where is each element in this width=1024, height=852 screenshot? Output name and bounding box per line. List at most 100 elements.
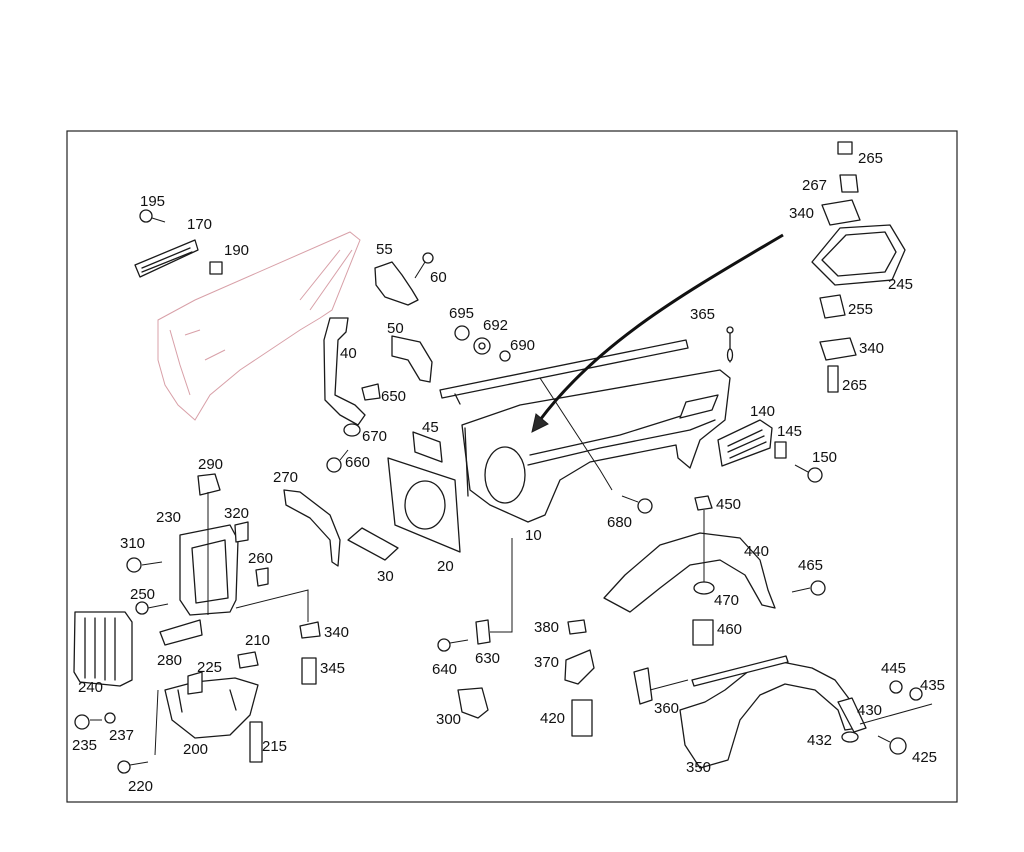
clip-650 [361,383,381,401]
clip-450 [694,495,713,511]
label-20: 20 [437,558,454,575]
label-430: 430 [857,702,882,719]
label-150: 150 [812,449,837,466]
label-280: 280 [157,652,182,669]
clip-190 [209,261,223,275]
label-10: 10 [525,527,542,544]
clip-and-screw-630-640 [437,538,513,652]
label-255: 255 [848,301,873,318]
label-55: 55 [376,241,393,258]
mount-280 [159,619,203,646]
label-240: 240 [78,679,103,696]
bolt-680-icon [539,377,653,514]
label-345: 345 [320,660,345,677]
label-660: 660 [345,454,370,471]
side-grille-170 [134,239,199,278]
washer-470 [693,581,715,595]
label-670: 670 [362,428,387,445]
label-360: 360 [654,700,679,717]
lower-housing-200 [164,677,259,739]
label-650: 650 [381,388,406,405]
mounting-plate [391,335,433,383]
washer-432 [841,731,859,743]
label-50: 50 [387,320,404,337]
screw-465-icon [791,580,826,596]
diagram-frame [66,130,958,803]
bulb-holder-290 [197,473,221,496]
wheel-arch-liner-440 [603,532,776,613]
nut-washer-set [454,325,511,362]
nut-267 [839,174,859,193]
label-230: 230 [156,509,181,526]
washer-435 [909,687,923,701]
label-450: 450 [716,496,741,513]
label-370: 370 [534,654,559,671]
fasteners-mid-group-icon [564,619,595,737]
label-445: 445 [881,660,906,677]
label-260: 260 [248,550,273,567]
label-692: 692 [483,317,508,334]
cap-255 [819,294,846,319]
label-465: 465 [798,557,823,574]
assembly-arrow [538,233,784,421]
label-190: 190 [224,242,249,259]
label-267: 267 [802,177,827,194]
screw-150-icon [794,464,823,483]
screw-265-lower-icon [827,365,839,393]
nut-460 [692,619,714,646]
label-237: 237 [109,727,134,744]
bracket-300 [457,687,489,719]
label-310: 310 [120,535,145,552]
screw-60-icon [414,252,434,279]
bolt-425-icon [877,735,907,755]
label-225: 225 [197,659,222,676]
label-45: 45 [422,419,439,436]
label-60: 60 [430,269,447,286]
label-265-top: 265 [858,150,883,167]
step-trim-245 [811,224,906,286]
label-440: 440 [744,543,769,560]
nut-445 [889,680,903,694]
clip-340-mid [819,337,857,361]
label-145: 145 [777,423,802,440]
label-435: 435 [920,677,945,694]
vehicle-body-outline [157,231,361,421]
label-170: 170 [187,216,212,233]
label-340-left: 340 [324,624,349,641]
clip-360 [633,667,653,705]
label-245: 245 [888,276,913,293]
label-380: 380 [534,619,559,636]
label-300: 300 [436,711,461,728]
label-320: 320 [224,505,249,522]
label-290: 290 [198,456,223,473]
label-210: 210 [245,632,270,649]
label-432: 432 [807,732,832,749]
label-340-mid: 340 [859,340,884,357]
assembly-arrow-head [531,413,549,433]
wheel-housing-panel [387,457,461,553]
label-340-top: 340 [789,205,814,222]
label-220: 220 [128,778,153,795]
trim-strip-360 [691,655,789,687]
screw-195-icon [139,209,166,223]
front-fender [461,369,731,523]
label-690: 690 [510,337,535,354]
support-bracket [347,527,399,561]
label-695: 695 [449,305,474,322]
label-680: 680 [607,514,632,531]
label-40: 40 [340,345,357,362]
screw-265-top-icon [837,141,853,155]
label-630: 630 [475,650,500,667]
label-270: 270 [273,469,298,486]
label-250: 250 [130,586,155,603]
vent-grille-140 [717,419,773,467]
label-365: 365 [690,306,715,323]
label-200: 200 [183,741,208,758]
small-fasteners-group-icon [187,521,321,763]
bracket-430 [837,697,867,733]
label-470: 470 [714,592,739,609]
label-640: 640 [432,661,457,678]
gasket-plate [374,261,419,306]
clip-340-top [821,199,861,226]
